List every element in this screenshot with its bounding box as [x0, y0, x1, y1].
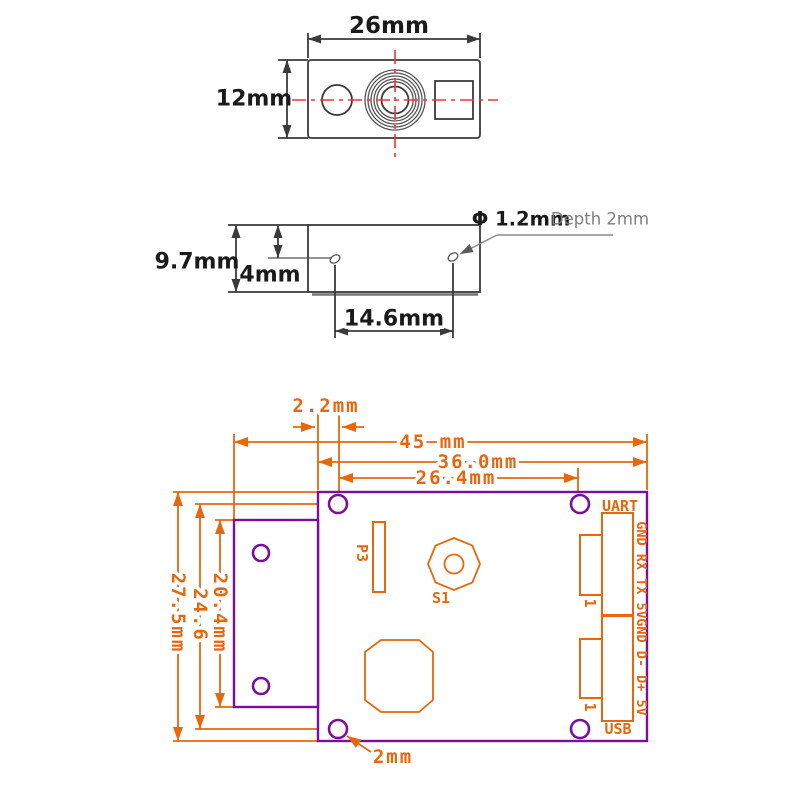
dim-24-6-label: 24.6 [189, 588, 211, 642]
dim-20-4-label: 20.4mm [209, 573, 231, 654]
usb-connector-body [601, 615, 634, 722]
usb-pin1-label: 1 [581, 702, 599, 711]
callout-leader [459, 234, 498, 255]
side-hole-left [329, 254, 341, 264]
hole-diameter-label: Φ 1.2mm [472, 208, 571, 231]
pcb-left-tab [232, 518, 320, 709]
dim-45-label: 45 mm [399, 431, 466, 453]
dim-36-label: 36.0mm [438, 451, 519, 473]
s1-button-octagon [427, 537, 481, 591]
side-body [307, 224, 481, 293]
tab-hole-bottom [251, 676, 271, 696]
p3-label: P3 [353, 544, 371, 562]
side-hole-right [447, 252, 459, 262]
dim-2mm-label: 2mm [373, 746, 413, 768]
usb-pins-label: GND D- D+ 5V [633, 618, 649, 716]
usb-label: USB [604, 720, 631, 738]
hole-depth-label: Depth 2mm [551, 210, 649, 229]
uart-pin1-label: 1 [581, 598, 599, 607]
front-view: 26mm 12mm [216, 13, 498, 157]
uart-pins-label: GND RX TX 5V [633, 521, 649, 619]
dim-12mm-label: 12mm [216, 87, 292, 112]
uart-connector-latch [579, 534, 603, 596]
dim-14-6-label: 14.6mm [344, 307, 444, 332]
dim-9-7-label: 9.7mm [155, 250, 240, 275]
dim-26-4-label: 26.4mm [416, 467, 497, 489]
tab-hole-top [251, 543, 271, 563]
dim-4mm-label: 4mm [239, 263, 300, 288]
usb-connector-latch [579, 638, 603, 699]
dim-2mm-leader [346, 735, 372, 753]
side-view: 9.7mm 4mm 14.6mm Φ 1.2mm Depth 2mm [155, 208, 649, 338]
pcb-hole-bottom-left [327, 718, 349, 740]
p3-connector [372, 521, 386, 593]
pcb-hole-top-left [327, 493, 349, 515]
uart-label: UART [602, 497, 638, 515]
dim-26mm-label: 26mm [349, 13, 429, 39]
uart-connector-body [601, 512, 634, 616]
s1-button-center [443, 553, 465, 575]
pcb-hole-top-right [569, 493, 591, 515]
buzzer-outline [364, 639, 434, 713]
dim-2-2-label: 2.2mm [292, 395, 359, 417]
dim-27-5-label: 27.5mm [167, 573, 189, 654]
pcb-hole-bottom-right [569, 718, 591, 740]
s1-label: S1 [432, 589, 450, 607]
pcb-view: 2.2mm 45 mm 36.0mm 26.4mm 27.5mm 24.6 20… [164, 392, 650, 769]
